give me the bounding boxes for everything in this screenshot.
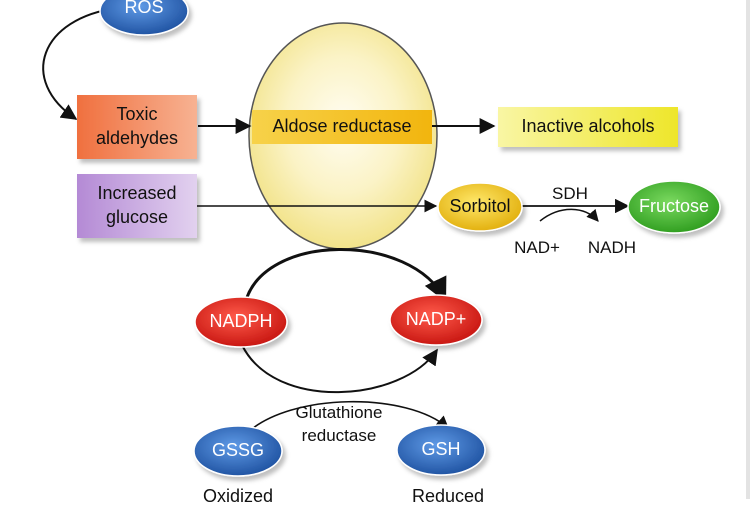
increased-glucose-label-line2: glucose (105, 207, 169, 227)
sorbitol-label: Sorbitol (449, 196, 511, 216)
nadp-plus-node (389, 294, 483, 346)
increased-glucose-label-line1: Increased (97, 183, 177, 203)
aldose-reductase-box (252, 110, 432, 144)
right-edge-strip (746, 0, 750, 499)
ros-to-toxic-arrow (42, 7, 119, 120)
nad-to-nadh-arrow (539, 208, 599, 222)
nadph-to-nadp-arc (243, 248, 447, 305)
gsh-label: GSH (421, 439, 461, 459)
aldose-reductase-label: Aldose reductase (272, 116, 412, 136)
toxic-aldehydes-label-line2: aldehydes (95, 128, 179, 148)
sdh-label: SDH (552, 184, 588, 203)
nadp-plus-label: NADP+ (405, 309, 467, 329)
nadph-lower-arc (241, 344, 438, 394)
inactive-alcohols-box (498, 107, 678, 147)
reduced-label: Reduced (411, 486, 485, 506)
nad-plus-label: NAD+ (514, 238, 560, 257)
ros-node (99, 0, 189, 36)
toxic-aldehydes-label-line1: Toxic (116, 104, 158, 124)
glutathione-reductase-label-line1: Glutathione (295, 403, 383, 422)
gssg-label: GSSG (211, 440, 264, 460)
toxic-aldehydes-box (77, 95, 197, 159)
gssg-node (193, 425, 283, 477)
gssg-to-gsh-arrow (245, 400, 449, 435)
fructose-node (627, 180, 721, 234)
sorbitol-node (437, 182, 523, 232)
nadh-label: NADH (587, 238, 637, 257)
oxidized-label: Oxidized (202, 486, 274, 506)
increased-glucose-box (77, 174, 197, 238)
fructose-label: Fructose (638, 196, 710, 216)
ros-label: ROS (124, 0, 164, 17)
nadph-node (194, 296, 288, 348)
inactive-alcohols-label: Inactive alcohols (521, 116, 655, 136)
glutathione-reductase-label-line2: reductase (301, 426, 377, 445)
gsh-node (396, 424, 486, 476)
nadph-label: NADPH (209, 311, 273, 331)
